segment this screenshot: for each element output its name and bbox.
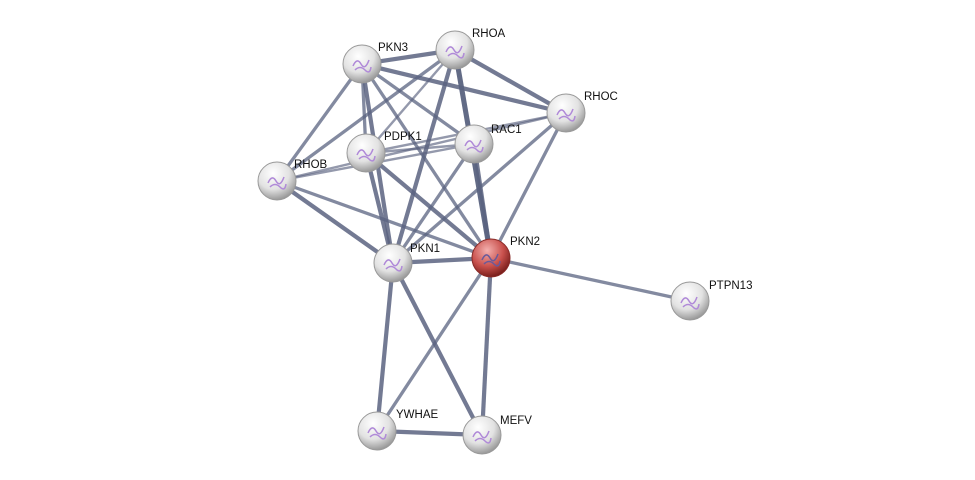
protein-structure-icon	[556, 108, 576, 122]
protein-structure-icon	[267, 176, 287, 190]
protein-structure-icon	[464, 139, 484, 153]
node-label-pdpk1: PDPK1	[384, 131, 422, 143]
edge-rhoa-pdpk1[interactable]	[365, 49, 456, 154]
edge-pkn3-rhob[interactable]	[275, 63, 364, 182]
protein-structure-icon	[481, 253, 501, 267]
node-bubble[interactable]	[342, 44, 382, 84]
node-bubble[interactable]	[373, 243, 413, 283]
edge-pkn2-ptpn13[interactable]	[490, 256, 691, 303]
node-bubble[interactable]	[546, 93, 586, 133]
protein-structure-icon	[352, 59, 372, 73]
edge-rhoc-rhob[interactable]	[276, 111, 567, 183]
node-label-rhoc: RHOC	[584, 91, 618, 103]
edge-rhoc-pkn2[interactable]	[489, 112, 568, 259]
edge-pkn2-ywhae[interactable]	[375, 257, 493, 432]
node-rhob[interactable]	[257, 161, 297, 201]
node-label-pkn3: PKN3	[378, 42, 409, 54]
node-bubble[interactable]	[435, 30, 475, 70]
node-rhoa[interactable]	[435, 30, 475, 70]
node-label-mefv: MEFV	[500, 415, 532, 427]
node-bubble[interactable]	[346, 133, 386, 173]
protein-structure-icon	[472, 430, 492, 444]
node-bubble[interactable]	[454, 124, 494, 164]
node-bubble[interactable]	[257, 161, 297, 201]
node-pkn1[interactable]	[373, 243, 413, 283]
edge-rhob-pkn2[interactable]	[276, 179, 492, 260]
node-label-pkn1: PKN1	[410, 243, 441, 255]
protein-structure-icon	[383, 258, 403, 272]
protein-structure-icon	[367, 426, 387, 440]
node-ywhae[interactable]	[357, 411, 397, 451]
edge-rhob-pkn1[interactable]	[275, 179, 395, 265]
node-label-ywhae: YWHAE	[396, 409, 439, 421]
edge-pkn3-pkn2[interactable]	[360, 63, 493, 259]
node-ptpn13[interactable]	[670, 281, 710, 321]
protein-structure-icon	[445, 45, 465, 59]
node-label-rhoa: RHOA	[472, 28, 506, 40]
protein-structure-icon	[680, 296, 700, 310]
edge-rhoa-rhoc[interactable]	[453, 48, 568, 115]
edge-pkn2-mefv[interactable]	[479, 257, 494, 436]
node-label-rhob: RHOB	[294, 159, 328, 171]
node-bubble[interactable]	[471, 238, 511, 278]
edge-rac1-pkn1[interactable]	[391, 143, 476, 264]
node-pkn2[interactable]	[471, 238, 511, 278]
node-label-rac1: RAC1	[491, 124, 522, 136]
node-label-ptpn13: PTPN13	[709, 280, 753, 292]
node-bubble[interactable]	[357, 411, 397, 451]
edge-pkn1-ywhae[interactable]	[374, 262, 396, 432]
node-label-pkn2: PKN2	[510, 236, 541, 248]
node-mefv[interactable]	[462, 415, 502, 455]
edge-pkn1-mefv[interactable]	[391, 262, 484, 436]
node-rhoc[interactable]	[546, 93, 586, 133]
edge-pdpk1-pkn2[interactable]	[364, 151, 493, 260]
node-bubble[interactable]	[670, 281, 710, 321]
node-rac1[interactable]	[454, 124, 494, 164]
edge-rhoa-rhob[interactable]	[276, 48, 456, 183]
edge-pkn3-rac1[interactable]	[361, 62, 475, 146]
protein-structure-icon	[356, 148, 376, 162]
node-pkn3[interactable]	[342, 44, 382, 84]
node-bubble[interactable]	[462, 415, 502, 455]
node-pdpk1[interactable]	[346, 133, 386, 173]
